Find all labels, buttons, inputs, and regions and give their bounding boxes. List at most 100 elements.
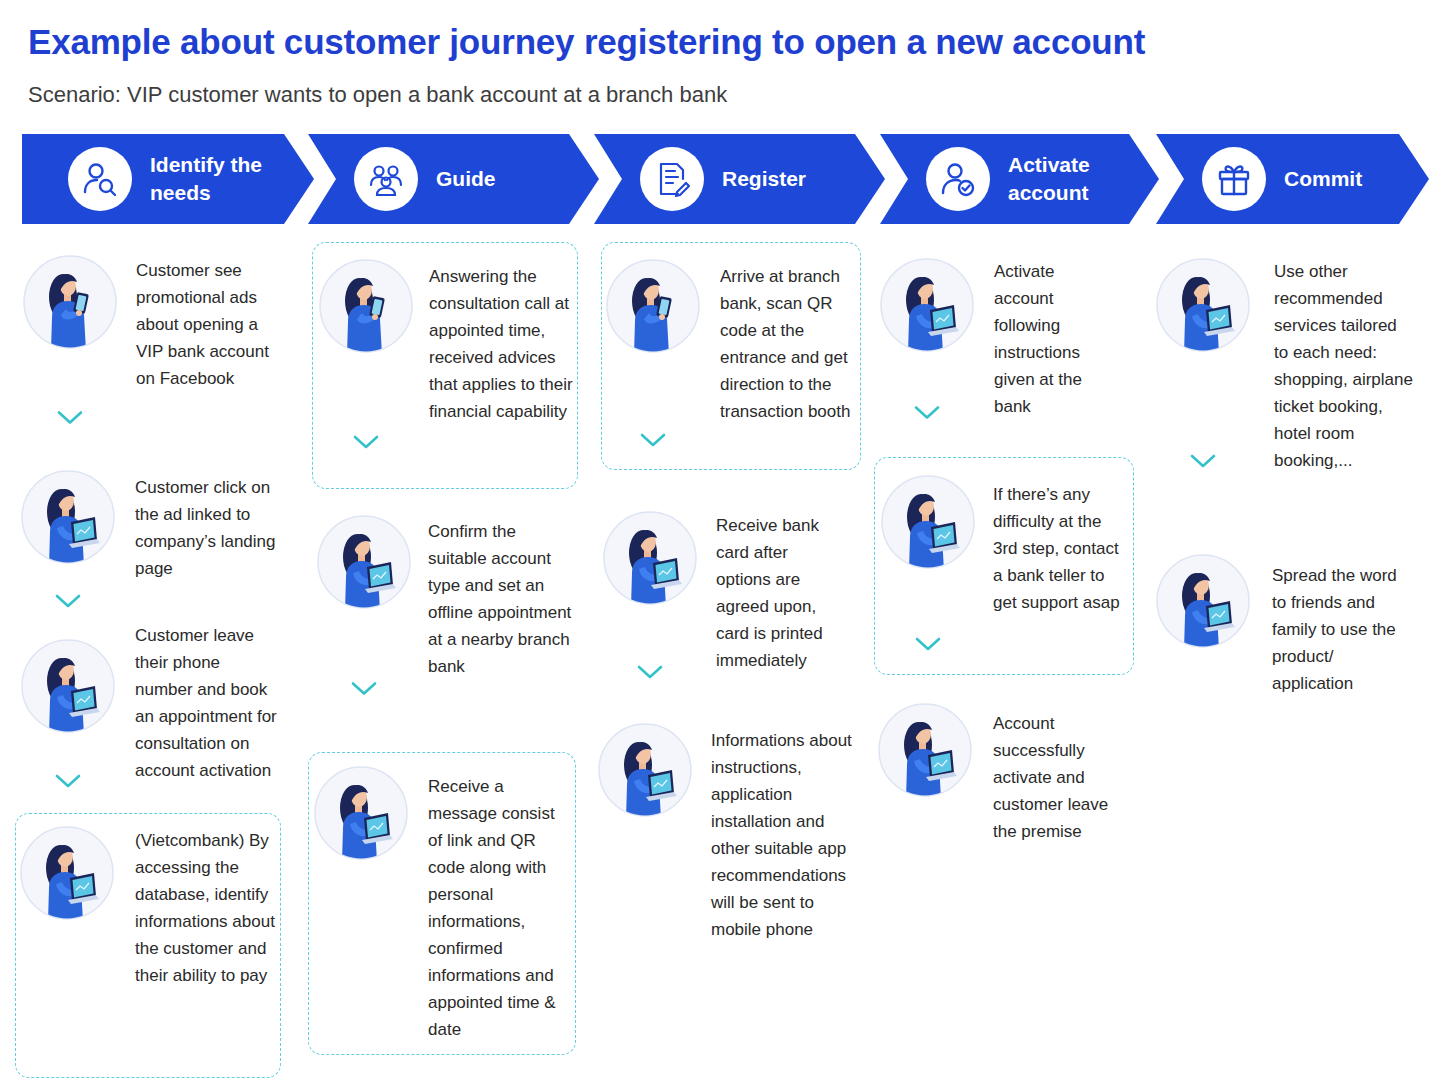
avatar — [606, 259, 700, 353]
stage-title: Commit — [1284, 165, 1362, 193]
stage-icon — [85, 165, 115, 196]
avatar — [1156, 258, 1250, 352]
step-text: Use other recommended services tailored … — [1274, 258, 1414, 474]
flow-connector — [57, 776, 79, 786]
avatar — [878, 703, 972, 797]
avatar — [881, 475, 975, 569]
customer-figure — [22, 640, 114, 733]
highlighted-step: Answering the consultation call at appoi… — [312, 242, 578, 489]
chevron-fill — [308, 134, 599, 224]
icon-circle — [1202, 147, 1266, 211]
stage-icon — [1220, 167, 1248, 195]
avatar — [598, 723, 692, 817]
chevron-fill — [22, 134, 314, 224]
step-text-block: (Vietcombank) By accessing the database,… — [135, 814, 275, 989]
customer-figure — [24, 256, 116, 349]
flow-chevron — [1192, 456, 1214, 466]
customer-figure — [315, 767, 407, 860]
flow-connector — [1192, 456, 1214, 466]
chevron-label: Identify the needs — [150, 134, 270, 224]
stage-icon — [661, 164, 689, 196]
journey-step: Customer leave their phone number and bo… — [21, 622, 277, 784]
step-text-block: Customer see promotional ads about openi… — [136, 255, 281, 392]
step-text: Spread the word to friends and family to… — [1272, 562, 1404, 697]
step-text: (Vietcombank) By accessing the database,… — [135, 827, 275, 989]
flow-chevron — [355, 437, 377, 447]
customer-figure — [21, 827, 113, 920]
stage-chevron: Register — [594, 134, 885, 224]
chevron-shape — [880, 134, 1159, 224]
step-text-block: Account successfully activate and custom… — [993, 703, 1128, 845]
icon-circle — [354, 147, 418, 211]
flow-chevron — [642, 435, 664, 445]
stage-icon — [371, 167, 401, 196]
chevron-label: Register — [722, 134, 852, 224]
flow-connector — [917, 639, 939, 649]
step-text-block: Receive a message consist of link and QR… — [428, 753, 568, 1043]
step-text-block: Activate account following instructions … — [994, 258, 1094, 420]
customer-figure — [882, 476, 974, 569]
step-text: Receive bank card after options are agre… — [716, 512, 841, 674]
step-text: Confirm the suitable account type and se… — [428, 518, 573, 680]
step-text: Customer see promotional ads about openi… — [136, 257, 281, 392]
journey-step: Confirm the suitable account type and se… — [317, 515, 573, 680]
journey-step: Use other recommended services tailored … — [1156, 258, 1414, 474]
stage-chevron: Identify the needs — [22, 134, 314, 224]
step-text: Informations about instructions, applica… — [711, 727, 853, 943]
icon-circle — [68, 147, 132, 211]
flow-connector — [59, 413, 81, 423]
icon-circle — [926, 147, 990, 211]
step-text: Answering the consultation call at appoi… — [429, 263, 574, 425]
chevron-fill — [1156, 134, 1429, 224]
customer-figure — [1157, 259, 1249, 352]
step-text: Account successfully activate and custom… — [993, 710, 1128, 845]
avatar — [21, 639, 115, 733]
highlighted-step: Receive a message consist of link and QR… — [308, 752, 576, 1055]
flow-connector — [916, 408, 938, 418]
journey-step: Informations about instructions, applica… — [598, 723, 853, 943]
step-text: Activate account following instructions … — [994, 258, 1094, 420]
step-text-block: Arrive at branch bank, scan QR code at t… — [720, 243, 852, 425]
avatar — [314, 766, 408, 860]
chevron-fill — [594, 134, 885, 224]
customer-figure — [318, 516, 410, 609]
chevron-fill — [880, 134, 1159, 224]
journey-step: Receive bank card after options are agre… — [603, 511, 841, 674]
journey-step: Account successfully activate and custom… — [878, 703, 1128, 845]
stage-chevron: Commit — [1156, 134, 1429, 224]
flow-chevron — [57, 596, 79, 606]
avatar — [603, 511, 697, 605]
customer-figure — [1157, 555, 1249, 648]
journey-step: Spread the word to friends and family to… — [1156, 554, 1404, 697]
stage-title: Guide — [436, 165, 496, 193]
avatar — [880, 258, 974, 352]
stage-title: Identify the needs — [150, 151, 270, 207]
chevron-label: Commit — [1284, 134, 1414, 224]
flow-connector — [639, 667, 661, 677]
icon-circle — [640, 147, 704, 211]
step-text: If there’s any difficulty at the 3rd ste… — [993, 481, 1121, 616]
customer-figure — [607, 260, 699, 353]
avatar — [23, 255, 117, 349]
stage-chevron: Activate account — [880, 134, 1159, 224]
customer-figure — [879, 704, 971, 797]
flow-chevron — [917, 639, 939, 649]
step-text-block: Use other recommended services tailored … — [1274, 258, 1414, 474]
journey-step: Customer see promotional ads about openi… — [23, 255, 281, 392]
avatar — [319, 259, 413, 353]
highlighted-step: Arrive at branch bank, scan QR code at t… — [601, 242, 861, 470]
stage-icon — [943, 165, 973, 196]
customer-figure — [599, 724, 691, 817]
customer-figure — [320, 260, 412, 353]
step-text: Receive a message consist of link and QR… — [428, 773, 568, 1043]
avatar — [317, 515, 411, 609]
step-text-block: Spread the word to friends and family to… — [1272, 554, 1404, 697]
chevron-label: Activate account — [1008, 134, 1108, 224]
flow-chevron — [916, 408, 938, 418]
flow-connector — [642, 435, 664, 445]
customer-figure — [22, 471, 114, 564]
step-text: Customer click on the ad linked to compa… — [135, 474, 280, 582]
step-text-block: Informations about instructions, applica… — [711, 723, 853, 943]
step-text-block: If there’s any difficulty at the 3rd ste… — [993, 458, 1121, 616]
journey-step: Activate account following instructions … — [880, 258, 1094, 420]
